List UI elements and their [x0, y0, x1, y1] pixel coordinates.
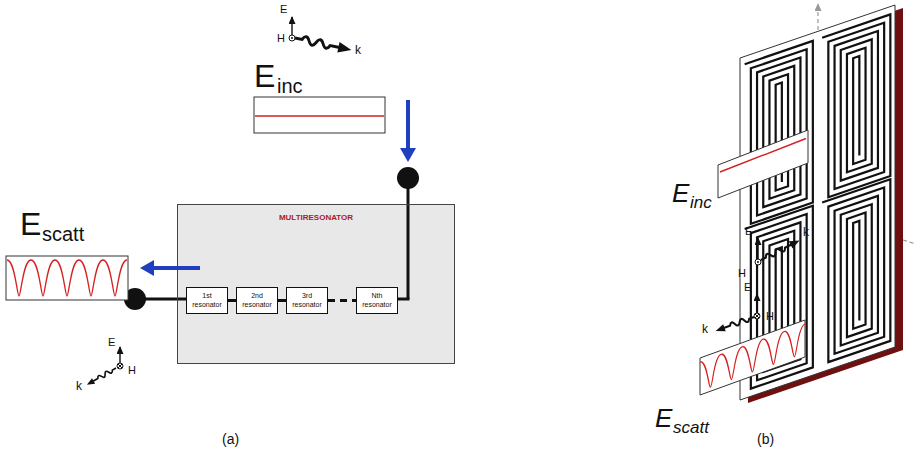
coupling-line — [278, 299, 286, 302]
wave-vector — [85, 365, 117, 387]
axis-label: k — [803, 226, 809, 238]
h-field-cross — [118, 364, 122, 368]
dip-signal — [7, 260, 127, 296]
axis-label: k — [702, 323, 708, 335]
field-symbol: E — [672, 180, 689, 206]
wave-vector — [294, 33, 353, 56]
field-subscript: inc — [277, 76, 303, 96]
resonator-box: 3rd resonator — [286, 287, 328, 314]
axis-label: H — [766, 311, 774, 322]
scatter-arrow — [140, 260, 154, 276]
flat-signal — [255, 115, 384, 116]
multiresonator-fill — [177, 204, 455, 364]
resonator-label: 3rd resonator — [290, 292, 324, 308]
group-title: MULTIRESONATOR — [279, 213, 353, 222]
h-field-dot — [289, 35, 295, 41]
field-symbol: E — [20, 208, 41, 240]
e-field-arrow — [756, 294, 757, 313]
h-field-cross — [117, 363, 123, 369]
axis-label: H — [277, 33, 285, 44]
panel-label: (a) — [222, 432, 239, 446]
e-field-arrow — [119, 347, 120, 363]
e-field-arrow — [291, 17, 292, 35]
flat-signal — [720, 139, 806, 173]
field-subscript: scatt — [42, 224, 84, 244]
multiresonator-box: 1st resonator 2nd resonator 3rd resonator N… — [177, 204, 455, 364]
resonator-label: 1st resonator — [190, 292, 224, 308]
coupling-line — [328, 299, 356, 302]
wire — [407, 185, 410, 299]
coupling-line — [228, 299, 236, 302]
dip-signal — [700, 324, 805, 391]
resonator-box: 1st resonator — [186, 287, 228, 314]
spiral-resonator — [822, 179, 890, 364]
axis-line — [903, 240, 916, 244]
signal-plot — [6, 256, 128, 300]
incidence-arrow — [406, 100, 410, 150]
h-field-cross — [754, 313, 760, 319]
signal-plot — [700, 320, 805, 395]
port — [397, 167, 419, 189]
wave-vector — [714, 313, 755, 334]
field-symbol: E — [655, 405, 672, 431]
scatter-arrow — [152, 266, 200, 270]
h-field-dot — [291, 37, 293, 39]
axis-label: H — [128, 365, 136, 376]
signal-plot — [718, 130, 808, 198]
panel-label: (b) — [757, 432, 774, 446]
resonator-label: 2nd resonator — [240, 292, 274, 308]
h-field-dot — [757, 261, 759, 263]
axis-label: k — [355, 44, 361, 56]
field-symbol: E — [254, 60, 275, 92]
axis-label: E — [280, 4, 287, 15]
axis-label: E — [744, 282, 751, 293]
axis-label: k — [76, 380, 82, 392]
e-field-arrow — [757, 238, 758, 259]
resonator-box: Nth resonator — [356, 287, 398, 314]
wave-vector — [759, 237, 801, 264]
incidence-arrow — [400, 148, 416, 162]
field-subscript: scatt — [673, 419, 709, 436]
axis-label: H — [738, 268, 746, 279]
resonator-box: 2nd resonator — [236, 287, 278, 314]
axis-label: E — [108, 337, 115, 348]
spiral-resonator — [822, 14, 890, 199]
h-field-cross — [755, 314, 759, 318]
field-subscript: inc — [690, 194, 712, 211]
dip-signal — [7, 260, 127, 296]
axis-label: E — [745, 226, 752, 237]
resonator-label: Nth resonator — [360, 292, 394, 308]
h-field-dot — [755, 259, 761, 265]
dip-signal — [700, 324, 805, 391]
signal-plot — [254, 97, 385, 133]
axis-line — [817, 4, 818, 30]
